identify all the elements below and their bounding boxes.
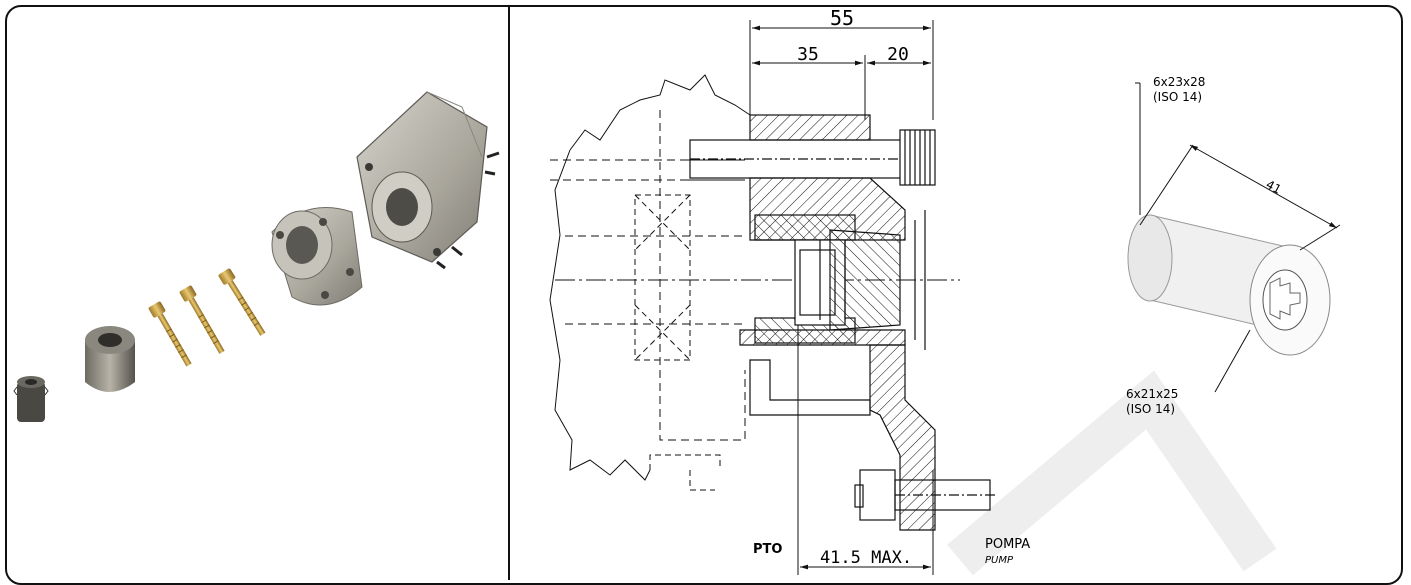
mounting-screw bbox=[689, 129, 936, 186]
coupling-length: 41 bbox=[1264, 177, 1284, 197]
adapter-ring bbox=[271, 207, 363, 306]
steel-sleeve bbox=[85, 326, 135, 392]
dim-right: 20 bbox=[887, 44, 909, 65]
brass-screws bbox=[148, 268, 266, 367]
dim-bottom: 41.5 MAX. bbox=[820, 548, 912, 568]
kit-photo bbox=[13, 91, 500, 422]
pump-flange bbox=[356, 91, 500, 270]
watermark bbox=[947, 370, 1277, 576]
coupling-sleeve bbox=[1127, 214, 1331, 356]
dim-overall: 55 bbox=[830, 7, 854, 30]
splined-hub bbox=[13, 376, 49, 422]
flange-section bbox=[739, 114, 936, 531]
technical-drawing: 55 35 20 41.5 MAX. bbox=[549, 6, 1341, 576]
kit-photo-panel bbox=[7, 7, 508, 579]
spline-top-std: (ISO 14) bbox=[1153, 90, 1202, 104]
dimension-lines bbox=[749, 20, 934, 575]
pump-label: POMPA bbox=[985, 537, 1030, 552]
pto-housing-outline bbox=[549, 74, 960, 491]
dim-left: 35 bbox=[797, 44, 819, 65]
spline-top: 6x23x28 bbox=[1153, 75, 1205, 89]
pump-translation-label: PUMP bbox=[985, 555, 1014, 566]
technical-drawing-panel: 55 35 20 41.5 MAX. bbox=[510, 6, 1400, 579]
pump-bolt bbox=[854, 469, 995, 521]
coupling-dimension bbox=[1135, 82, 1341, 393]
pto-label: PTO bbox=[753, 542, 782, 557]
spline-bottom: 6x21x25 bbox=[1126, 387, 1178, 401]
panel-divider bbox=[508, 5, 510, 580]
spline-bottom-std: (ISO 14) bbox=[1126, 402, 1175, 416]
